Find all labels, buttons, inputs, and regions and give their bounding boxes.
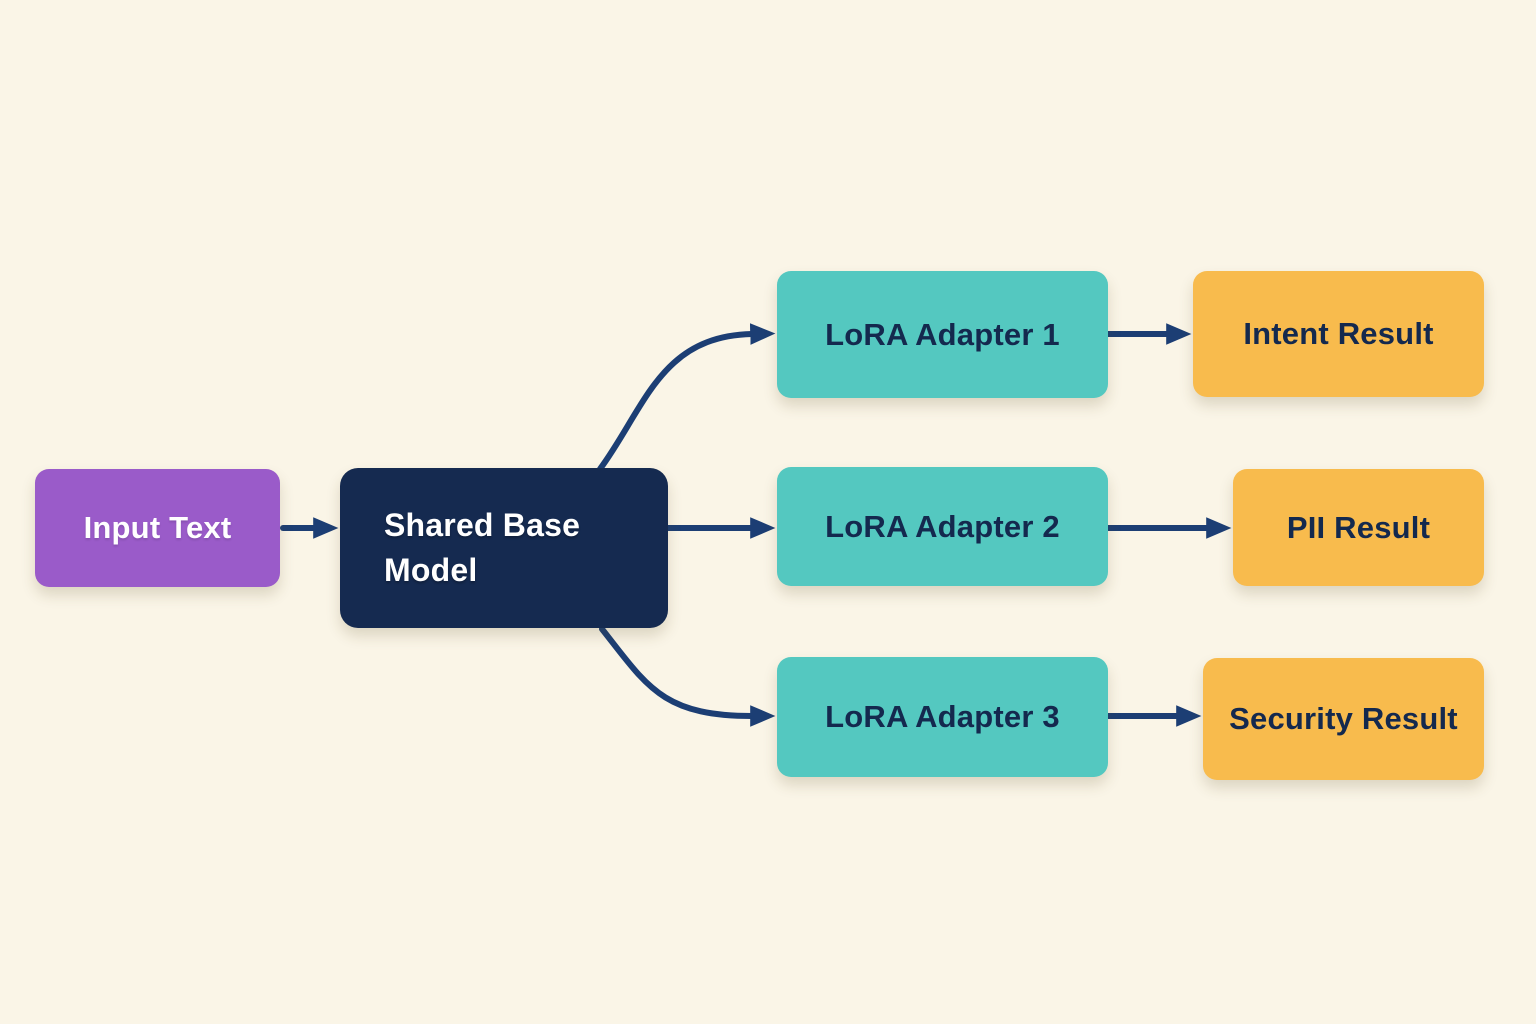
node-lora-adapter-2: LoRA Adapter 2 — [777, 467, 1108, 586]
node-pii-result-label: PII Result — [1286, 509, 1431, 545]
node-intent-result: Intent Result — [1193, 271, 1484, 397]
node-intent-result-label: Intent Result — [1243, 316, 1434, 351]
edge-base-to-adapter1 — [597, 323, 776, 472]
node-lora-adapter-3-label: LoRA Adapter 3 — [825, 699, 1060, 734]
node-lora-adapter-1-label: LoRA Adapter 1 — [825, 316, 1060, 352]
node-shared-base-model: Shared Base Model — [340, 468, 668, 628]
node-input-text: Input Text — [35, 469, 280, 587]
node-lora-adapter-3: LoRA Adapter 3 — [777, 657, 1108, 777]
node-pii-result: PII Result — [1233, 469, 1484, 586]
node-input-text-label: Input Text — [83, 510, 232, 545]
node-lora-adapter-2-label: LoRA Adapter 2 — [825, 508, 1060, 544]
node-security-result-label: Security Result — [1229, 701, 1458, 736]
node-shared-base-model-label: Shared Base Model — [384, 507, 581, 588]
node-lora-adapter-1: LoRA Adapter 1 — [777, 271, 1108, 398]
edge-base-to-adapter3 — [599, 626, 776, 727]
node-security-result: Security Result — [1203, 658, 1484, 780]
